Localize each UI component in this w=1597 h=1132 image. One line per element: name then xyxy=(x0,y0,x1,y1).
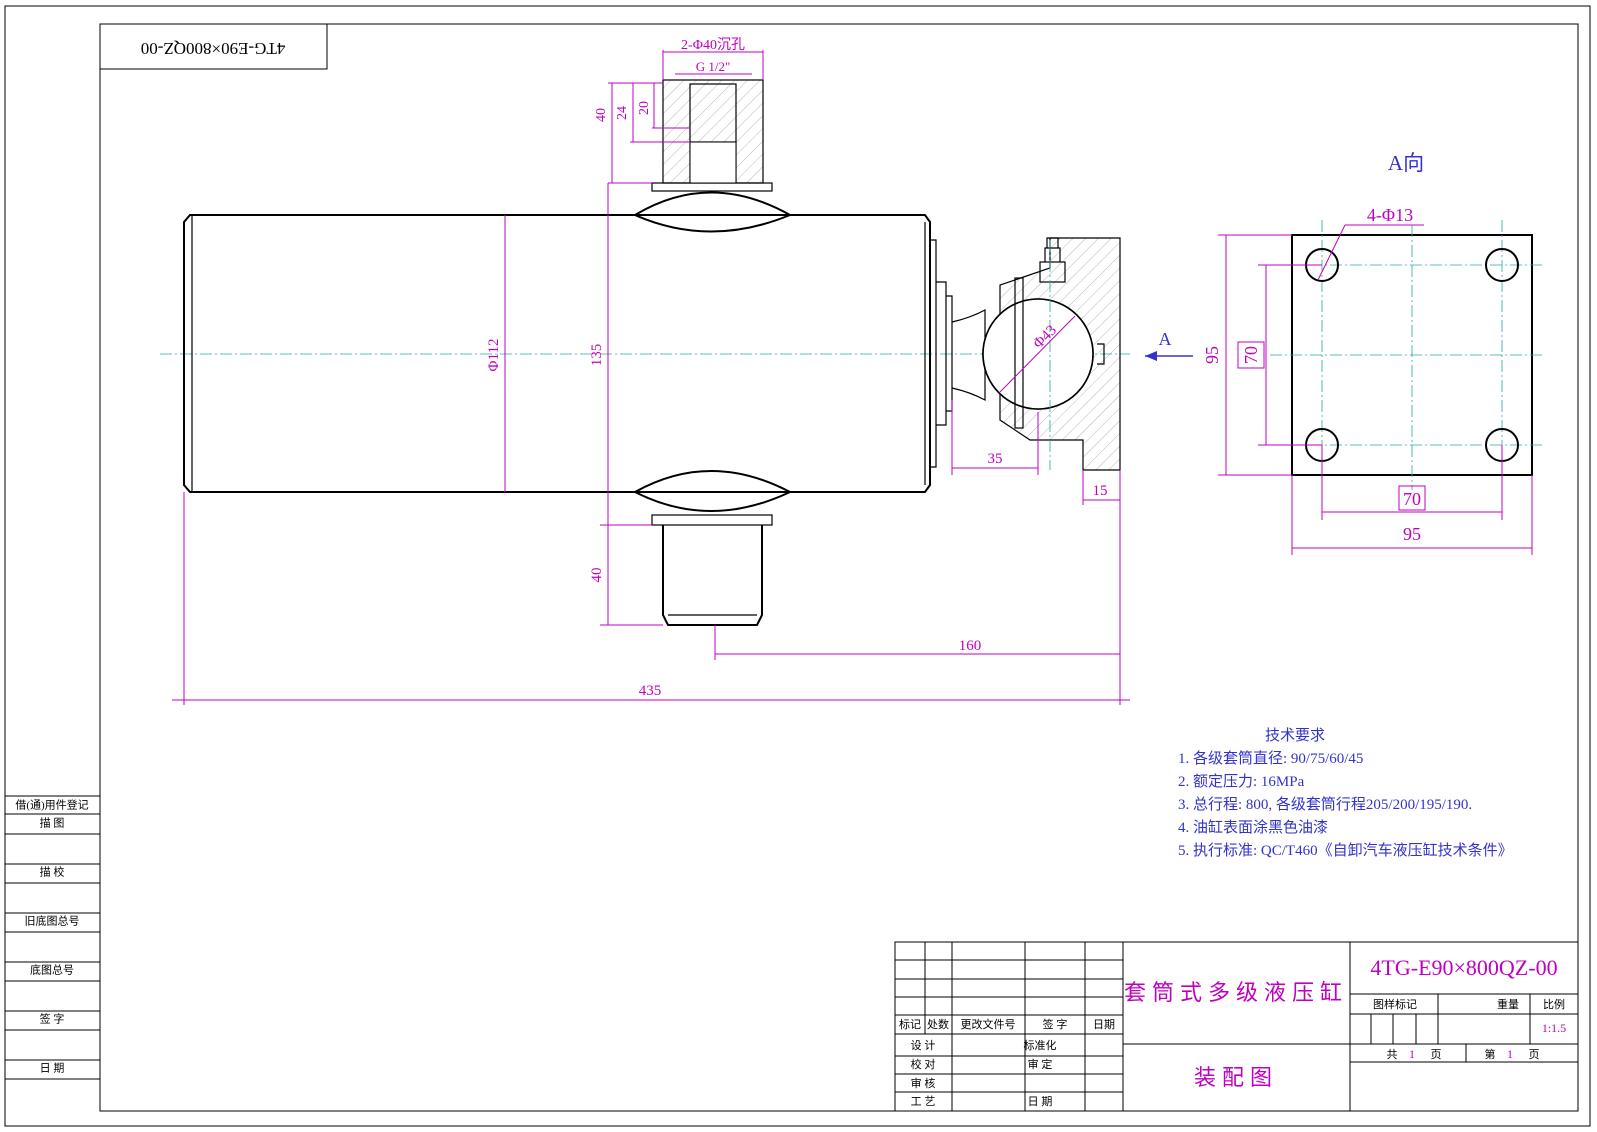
tb-header-2: 更改文件号 xyxy=(961,1017,1016,1031)
tb-role: 审 定 xyxy=(1028,1057,1053,1071)
dim-port-holes: 2-Φ40沉孔 xyxy=(681,37,745,53)
left-strip: 借(通)用件登记 描 图 描 校 旧底图总号 底图总号 签 字 日 期 xyxy=(5,795,100,1080)
note-item: 2. 额定压力: 16MPa xyxy=(1178,773,1305,790)
tb-header-0: 标记 xyxy=(899,1017,921,1031)
top-stamp: 4TG-E90×800QZ-00 xyxy=(99,23,328,70)
tb-role: 标准化 xyxy=(1024,1038,1057,1052)
technical-notes: 技术要求 1. 各级套筒直径: 90/75/60/45 2. 额定压力: 16M… xyxy=(1178,727,1513,859)
dim-40-top: 40 xyxy=(594,108,609,122)
strip-label-0: 借(通)用件登记 xyxy=(15,798,88,812)
dim-35: 35 xyxy=(988,451,1003,467)
cylinder-barrel xyxy=(183,214,931,493)
strip-label-4: 底图总号 xyxy=(30,963,74,977)
grease-nipple xyxy=(1044,237,1061,262)
tb-stage-label: 图样标记 xyxy=(1373,997,1417,1011)
tb-total-prefix: 共 xyxy=(1387,1048,1398,1061)
notes-title: 技术要求 xyxy=(1265,727,1325,744)
tb-role: 校 对 xyxy=(911,1057,936,1071)
dim-view-70-v: 70 xyxy=(1241,346,1261,364)
tb-total-sheets: 1 xyxy=(1409,1047,1415,1061)
tb-role: 设 计 xyxy=(911,1039,936,1052)
tb-role: 审 核 xyxy=(911,1076,936,1090)
tb-header-1: 处数 xyxy=(927,1018,949,1031)
neck xyxy=(951,309,986,401)
strip-label-2: 描 校 xyxy=(40,865,65,879)
outer-border xyxy=(4,5,1591,1127)
dim-thread: G 1/2" xyxy=(696,59,731,74)
dim-20: 20 xyxy=(637,101,652,115)
view-a: A向 4-Φ13 95 70 70 xyxy=(1202,151,1545,555)
tb-sheet-prefix: 第 xyxy=(1485,1047,1496,1061)
note-item: 1. 各级套筒直径: 90/75/60/45 xyxy=(1178,750,1363,767)
tb-scale-value: 1:1.5 xyxy=(1542,1021,1566,1035)
dim-435: 435 xyxy=(639,683,662,699)
dim-24: 24 xyxy=(615,106,630,120)
dim-phi112: Φ112 xyxy=(486,339,502,372)
view-a-title: A向 xyxy=(1388,151,1424,175)
top-trunnion xyxy=(632,191,793,233)
bottom-boss xyxy=(662,525,763,626)
dim-160: 160 xyxy=(959,638,982,654)
tb-weight-label: 重量 xyxy=(1497,997,1519,1011)
tb-header-4: 日期 xyxy=(1093,1018,1115,1031)
view-arrow-label: A xyxy=(1159,329,1172,349)
tb-total-suffix: 页 xyxy=(1431,1049,1442,1061)
inner-border xyxy=(99,23,1579,1112)
tb-part-name: 套筒式多级液压缸 xyxy=(1124,980,1348,1005)
main-view: 2-Φ40沉孔 G 1/2" 40 24 20 Φ112 135 40 Φ43 … xyxy=(160,37,1193,705)
tb-role: 工 艺 xyxy=(911,1095,936,1108)
dim-135: 135 xyxy=(589,344,605,367)
tb-drawing-code: 4TG-E90×800QZ-00 xyxy=(1370,955,1557,980)
note-item: 3. 总行程: 800, 各级套筒行程205/200/195/190. xyxy=(1178,796,1472,813)
tb-drawing-type: 装配图 xyxy=(1194,1065,1278,1090)
dim-view-70-h: 70 xyxy=(1403,489,1421,509)
dim-4-holes: 4-Φ13 xyxy=(1367,205,1413,225)
top-stamp-text: 4TG-E90×800QZ-00 xyxy=(141,39,286,58)
tb-role: 日 期 xyxy=(1028,1095,1053,1108)
tb-sheet-number: 1 xyxy=(1507,1047,1513,1061)
dim-15: 15 xyxy=(1093,483,1108,499)
strip-label-6: 日 期 xyxy=(40,1062,65,1075)
grease-nipple-base xyxy=(1039,261,1066,283)
dim-40-bottom: 40 xyxy=(589,568,605,583)
tb-sheet-suffix: 页 xyxy=(1529,1049,1540,1061)
strip-label-5: 签 字 xyxy=(40,1012,65,1026)
strip-label-1: 描 图 xyxy=(40,816,65,830)
bottom-trunnion xyxy=(632,470,793,512)
tb-header-3: 签 字 xyxy=(1043,1017,1068,1031)
bolt-hole-tr xyxy=(1485,248,1519,282)
strip-label-3: 旧底图总号 xyxy=(25,914,80,928)
dim-view-95-h: 95 xyxy=(1403,524,1421,544)
title-block: 标记 处数 更改文件号 签 字 日期 设 计 标准化 校 对 审 定 审 核 工… xyxy=(894,941,1579,1112)
note-item: 4. 油缸表面涂黑色油漆 xyxy=(1178,818,1328,836)
dim-view-95-v: 95 xyxy=(1202,346,1222,364)
tb-scale-label: 比例 xyxy=(1543,997,1565,1011)
note-item: 5. 执行标准: QC/T460《自卸汽车液压缸技术条件》 xyxy=(1178,841,1513,859)
